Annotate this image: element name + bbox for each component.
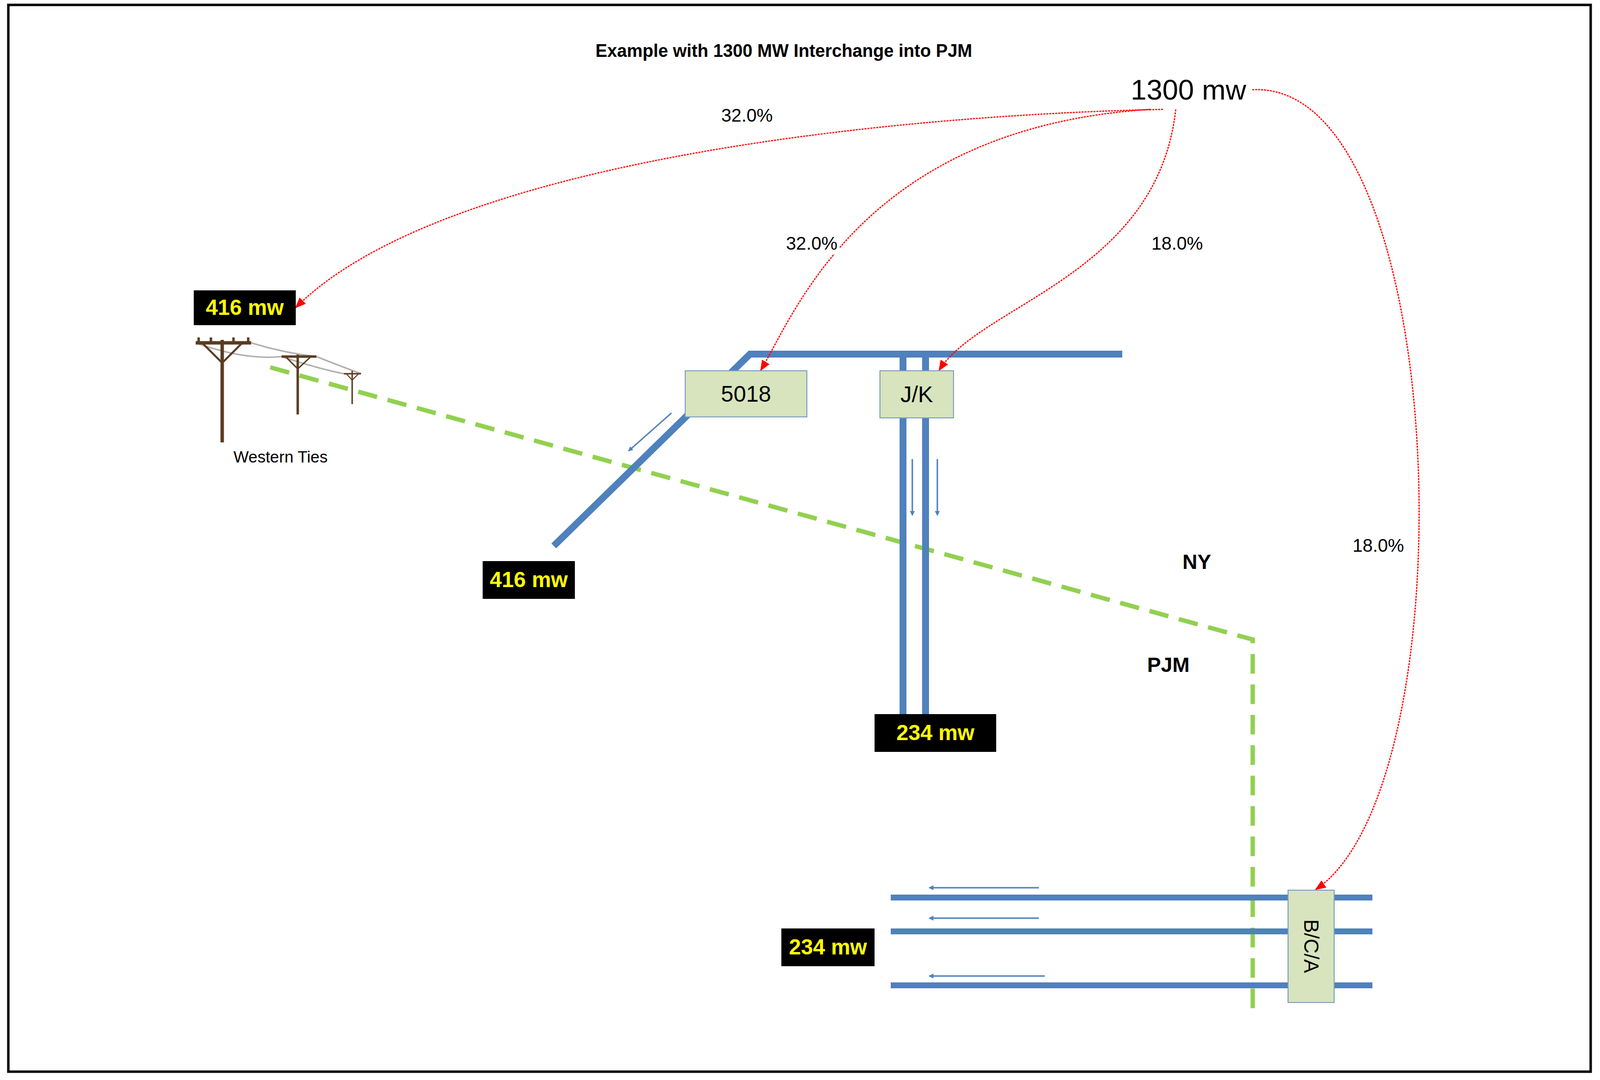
area-label: NY (1182, 550, 1212, 574)
node-text: J/K (900, 382, 933, 408)
transmission-towers (195, 337, 362, 443)
flow-share-arrow (760, 109, 1151, 371)
node-text: 5018 (721, 381, 772, 407)
flow-value-box: 416 mw (482, 561, 575, 599)
node-text: B/C/A (1299, 919, 1323, 974)
percentage-label: 18.0% (1149, 233, 1206, 255)
node-text: 416 mw (206, 295, 284, 320)
flow-value-box: 416 mw (193, 290, 296, 326)
interchange-value: 1300 mw (1124, 70, 1253, 110)
interface-box: 5018 (684, 370, 808, 418)
percentage-label: 32.0% (719, 105, 775, 127)
region-label: Western Ties (233, 447, 328, 467)
flow-value-box: 234 mw (874, 714, 997, 752)
flow-share-arrow (1252, 89, 1420, 890)
node-text: 234 mw (896, 721, 975, 745)
percentage-label: 32.0% (784, 233, 840, 255)
percentage-label: 18.0% (1350, 535, 1407, 557)
node-text: 1300 mw (1130, 74, 1246, 106)
node-text: 416 mw (490, 567, 568, 592)
area-label: PJM (1147, 653, 1190, 677)
bus-lines (553, 354, 1373, 986)
node-text: 234 mw (789, 935, 868, 959)
interface-box: B/C/A (1287, 889, 1335, 1004)
interface-box: J/K (879, 370, 955, 419)
frame (8, 4, 1591, 1072)
flow-value-box: 234 mw (781, 928, 875, 967)
border-line (270, 367, 1253, 1019)
flow-share-arrow (939, 109, 1176, 371)
flow-share-arrow (295, 109, 1163, 308)
flow-arrows (628, 412, 1045, 977)
diagram-title: Example with 1300 MW Interchange into PJ… (595, 40, 973, 62)
